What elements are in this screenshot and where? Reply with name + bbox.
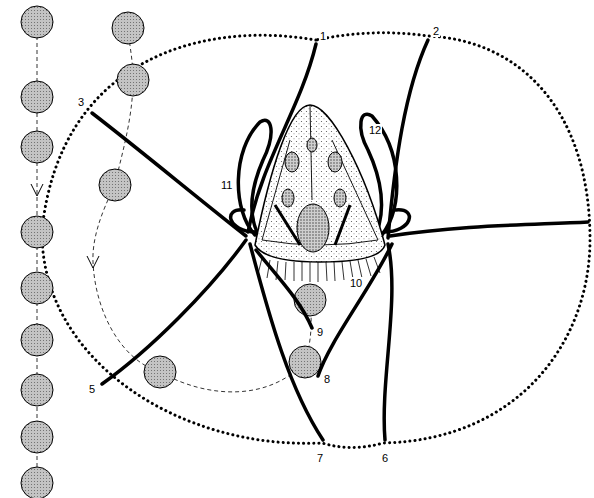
callout-number: 9 [316, 326, 324, 338]
callout-number: 3 [77, 96, 85, 108]
callout-number: 12 [368, 124, 382, 136]
callout-number: 6 [381, 452, 389, 464]
callout-number: 8 [323, 373, 331, 385]
callout-number: 11 [220, 179, 233, 191]
particle-track-captured [87, 12, 326, 392]
cell-body [255, 105, 385, 282]
callout-number: 1 [319, 30, 327, 42]
callout-number: 5 [88, 383, 96, 395]
particle-track-left [21, 6, 53, 498]
callout-number: 7 [316, 452, 324, 464]
flagella [92, 40, 588, 440]
callout-number: 10 [349, 277, 363, 289]
callout-number: 2 [432, 25, 440, 37]
dotted-outline [42, 33, 590, 448]
